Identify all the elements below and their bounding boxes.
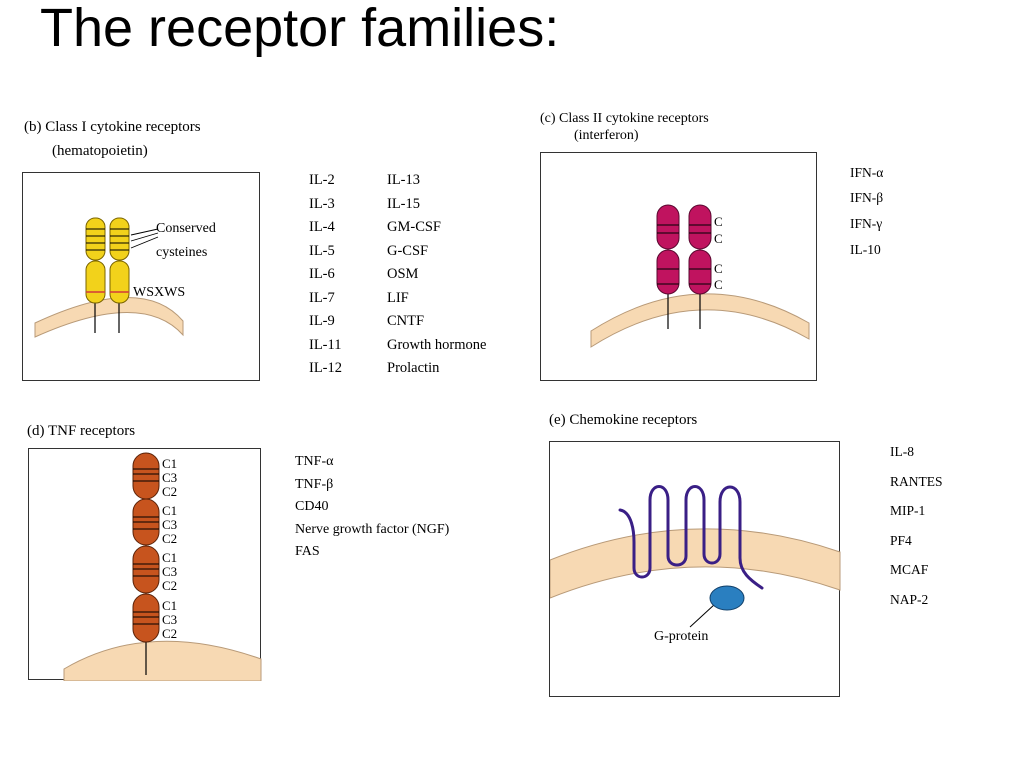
- ligand-item: IL-9: [309, 313, 335, 329]
- ligand-item: MCAF: [890, 562, 929, 577]
- ligand-item: IFN-γ: [850, 216, 883, 231]
- cysteine-label: C: [714, 277, 723, 292]
- ligand-item: IL-10: [850, 242, 881, 257]
- class1-receptor-right: [109, 217, 130, 304]
- ligand-item: IL-11: [309, 336, 342, 353]
- domain-label: C2: [162, 531, 178, 546]
- ligand-item: IL-12: [309, 360, 343, 376]
- cell-membrane: [550, 528, 841, 599]
- ligand-item: IL-3: [309, 195, 335, 212]
- tnf-receptor: [132, 452, 160, 643]
- panel-e-caption: (e) Chemokine receptors: [549, 412, 698, 428]
- ligand-item: IL-5: [309, 242, 335, 259]
- domain-label: C1: [162, 456, 178, 471]
- panel-b-diagram: Conserved cysteines WSXWS: [22, 172, 260, 381]
- domain-label: C2: [162, 484, 178, 499]
- cysteine-label: C: [714, 214, 723, 229]
- ligand-item: LIF: [387, 289, 409, 306]
- ligand-item: IL-13: [387, 172, 421, 188]
- domain-label: C2: [162, 626, 178, 641]
- cysteines-label: cysteines: [156, 245, 208, 260]
- panel-c-diagram: C C C C: [540, 152, 817, 381]
- ligand-item: IL-4: [309, 219, 335, 235]
- domain-label: C2: [162, 578, 178, 593]
- panel-b-caption: (b) Class I cytokine receptors: [24, 119, 201, 135]
- seven-transmembrane-receptor: [618, 485, 764, 590]
- ligand-item: IL-6: [309, 266, 335, 282]
- panel-c-subcaption: (interferon): [574, 128, 639, 143]
- ligand-item: IL-2: [309, 172, 335, 188]
- g-protein-icon: [709, 585, 745, 611]
- cysteine-label: C: [714, 261, 723, 276]
- ligand-item: RANTES: [890, 473, 943, 489]
- domain-label: C1: [162, 550, 178, 565]
- panel-c-caption: (c) Class II cytokine receptors: [540, 111, 709, 126]
- domain-label: C1: [162, 503, 178, 518]
- ligand-item: FAS: [295, 544, 320, 559]
- domain-label: C3: [162, 517, 178, 532]
- conserved-label: Conserved: [156, 221, 216, 236]
- g-protein-label: G-protein: [654, 629, 709, 644]
- panel-e-diagram: G-protein: [549, 441, 841, 697]
- class1-receptor-left: [85, 217, 106, 304]
- cell-membrane: [63, 640, 262, 681]
- cysteine-label: C: [714, 231, 723, 246]
- domain-label: C1: [162, 598, 178, 613]
- ligand-item: GM-CSF: [387, 219, 441, 235]
- class2-receptor-left: [656, 204, 680, 295]
- domain-label: C3: [162, 564, 178, 579]
- panel-d-diagram: C1 C3 C2 C1 C3 C2 C1 C3 C2 C1 C3 C2: [28, 448, 262, 681]
- ligand-item: PF4: [890, 532, 912, 548]
- ligand-item: Nerve growth factor (NGF): [295, 521, 450, 537]
- cell-membrane: [34, 297, 184, 338]
- ligand-item: Prolactin: [387, 360, 440, 376]
- ligand-item: IL-8: [890, 444, 914, 459]
- ligand-item: IFN-β: [850, 190, 884, 205]
- panel-d-caption: (d) TNF receptors: [27, 423, 136, 439]
- ligand-item: IL-15: [387, 195, 421, 212]
- ligand-item: Growth hormone: [387, 336, 487, 353]
- domain-label: C3: [162, 470, 178, 485]
- wsxws-label: WSXWS: [133, 285, 186, 300]
- ligand-item: TNF-β: [295, 476, 334, 492]
- ligand-item: MIP-1: [890, 503, 926, 518]
- panel-b-subcaption: (hematopoietin): [52, 143, 148, 159]
- class2-receptor-right: [688, 204, 712, 295]
- ligand-item: CNTF: [387, 313, 425, 329]
- ligand-item: OSM: [387, 266, 419, 282]
- ligand-item: NAP-2: [890, 591, 929, 607]
- ligand-item: IL-7: [309, 289, 335, 306]
- ligand-item: G-CSF: [387, 242, 429, 259]
- ligand-item: TNF-α: [295, 454, 334, 469]
- ligand-item: IFN-α: [850, 165, 884, 180]
- cell-membrane: [590, 293, 810, 348]
- slide-title: The receptor families:: [40, 0, 560, 58]
- domain-label: C3: [162, 612, 178, 627]
- ligand-item: CD40: [295, 499, 329, 514]
